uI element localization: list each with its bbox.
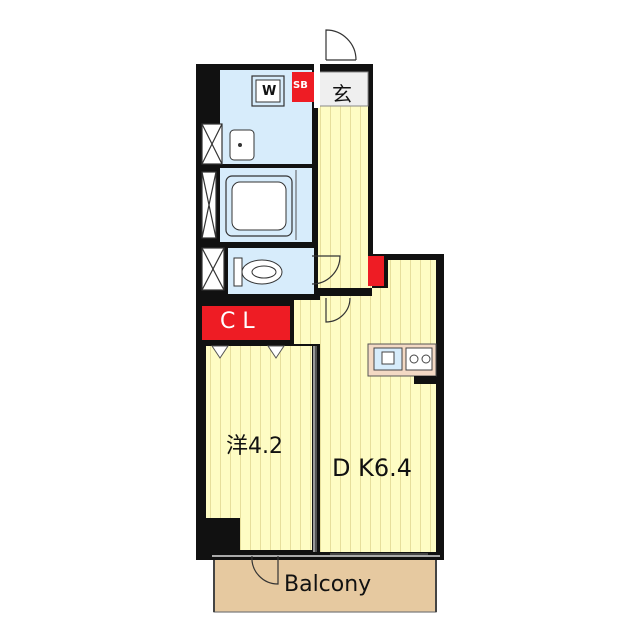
toilet-icon [233, 257, 283, 287]
washing-machine-icon [251, 75, 285, 107]
corridor-floor [318, 104, 368, 284]
door-swing-icon [251, 29, 357, 585]
shoe-box [292, 72, 316, 102]
entrance-floor [317, 71, 369, 107]
western-room-floor [206, 346, 312, 550]
pipe-space-left [201, 123, 225, 291]
balcony-area [213, 555, 437, 613]
gas-stove-icon [409, 354, 419, 364]
dining-kitchen-floor [320, 260, 436, 552]
washbasin-icon [229, 129, 255, 161]
bathtub-icon [225, 175, 293, 237]
closet-area [202, 306, 290, 340]
